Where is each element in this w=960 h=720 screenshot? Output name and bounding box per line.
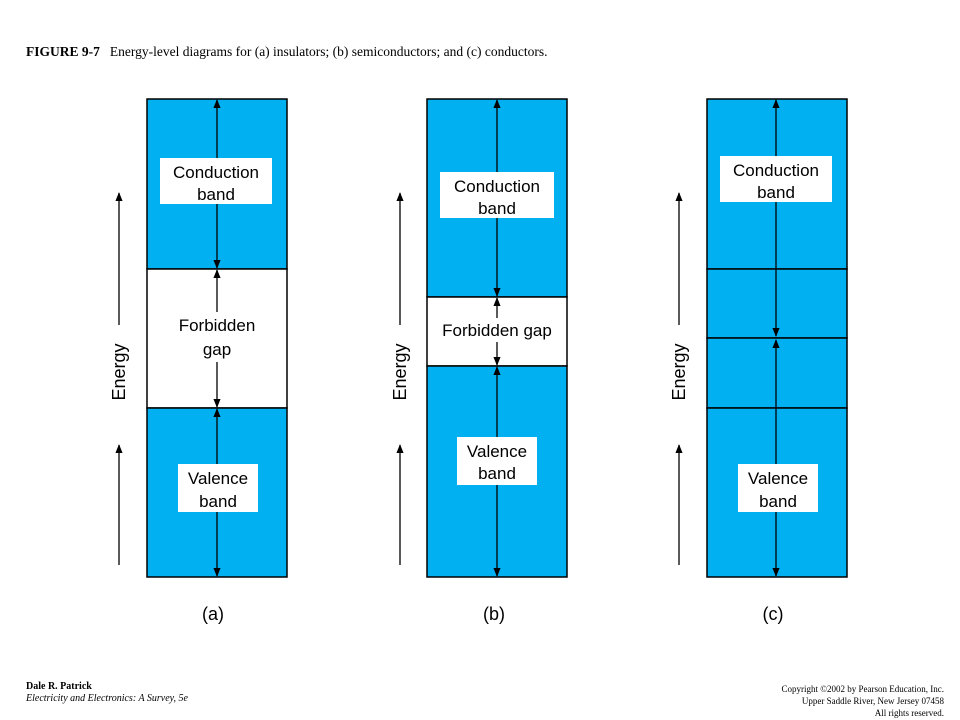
copyright-line-3: All rights reserved. [874, 708, 944, 718]
overlap-band-upper [706, 268, 848, 339]
diagram-sublabel: (b) [483, 604, 505, 624]
figure-label: FIGURE 9-7 [26, 44, 100, 59]
gap-label-box [166, 312, 268, 362]
diagram-insulator: Conduction band Forbidden gap Valence ba… [109, 98, 288, 624]
valence-label-box [457, 437, 537, 485]
gap-label-box [430, 318, 564, 342]
footer-author: Dale R. Patrick [26, 681, 92, 692]
conduction-label-box [440, 172, 554, 218]
footer-copyright: Copyright ©2002 by Pearson Education, In… [781, 683, 944, 719]
gap-label-line2: gap [203, 340, 231, 359]
conduction-label-box [720, 156, 832, 202]
valence-label-line2: band [759, 492, 797, 511]
valence-label-line1: Valence [188, 469, 248, 488]
gap-label-line1: Forbidden [179, 316, 256, 335]
valence-label-line2: band [199, 492, 237, 511]
valence-label-box [178, 464, 258, 512]
copyright-line-1: Copyright ©2002 by Pearson Education, In… [781, 684, 944, 694]
diagram-conductor: Conduction band Valence band Energy (c) [669, 98, 848, 624]
footer-credit: Dale R. Patrick Electricity and Electron… [26, 681, 188, 705]
conduction-label-line2: band [478, 199, 516, 218]
conduction-label-line1: Conduction [454, 177, 540, 196]
footer-book-title: Electricity and Electronics: A Survey, 5… [26, 693, 188, 704]
energy-axis-label: Energy [669, 343, 689, 400]
overlap-band-lower [706, 337, 848, 409]
valence-label-box [738, 464, 818, 512]
valence-label-line1: Valence [748, 469, 808, 488]
valence-label-line1: Valence [467, 442, 527, 461]
conduction-label-line1: Conduction [173, 163, 259, 182]
caption-text: Energy-level diagrams for (a) insulators… [109, 44, 548, 59]
figure-caption: FIGURE 9-7 Energy-level diagrams for (a) … [26, 44, 548, 60]
energy-axis-label: Energy [109, 343, 129, 400]
conduction-label-line1: Conduction [733, 161, 819, 180]
diagram-sublabel: (c) [763, 604, 784, 624]
diagram-sublabel: (a) [202, 604, 224, 624]
gap-label: Forbidden gap [442, 321, 552, 340]
conduction-label-line2: band [197, 185, 235, 204]
copyright-line-2: Upper Saddle River, New Jersey 07458 [801, 696, 944, 706]
valence-label-line2: band [478, 464, 516, 483]
diagram-semiconductor: Conduction band Forbidden gap Valence ba… [390, 98, 568, 624]
conduction-label-box [160, 158, 272, 204]
conduction-label-line2: band [757, 183, 795, 202]
energy-axis-label: Energy [390, 343, 410, 400]
